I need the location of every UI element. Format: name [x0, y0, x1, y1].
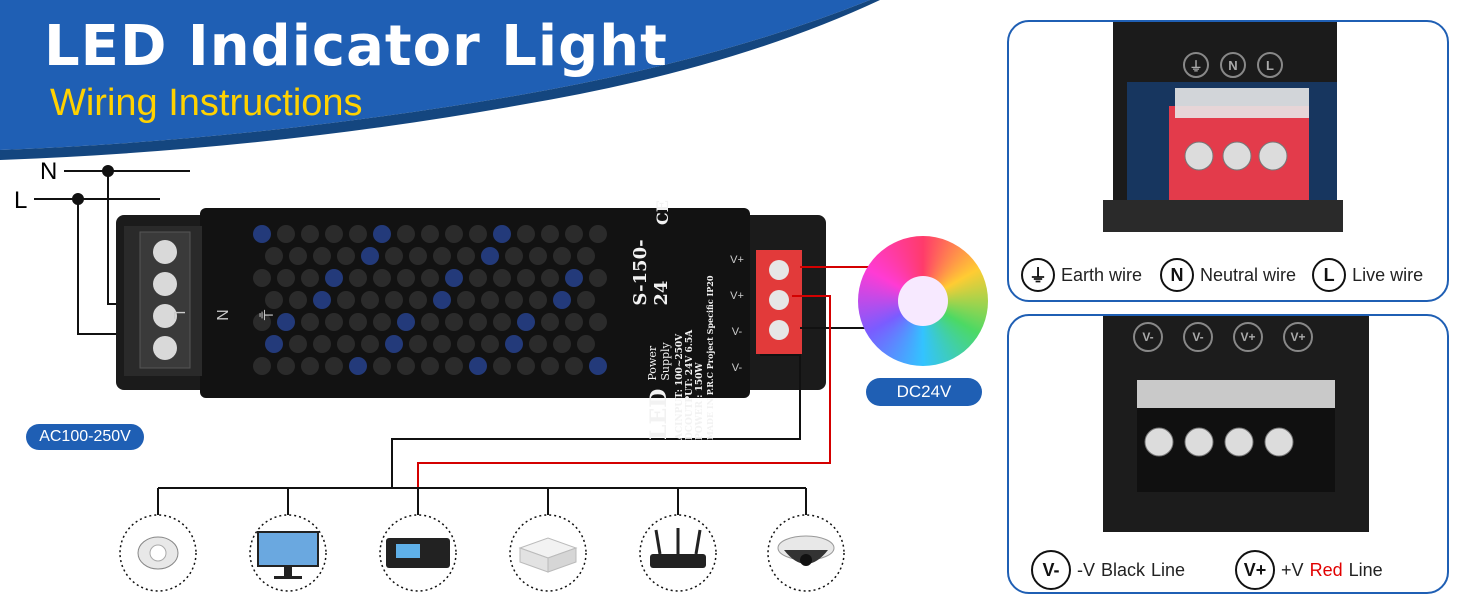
live-label: L [14, 187, 28, 214]
output-terminal-photo [1103, 316, 1369, 532]
vplus-mark-icon-1: V+ [1233, 322, 1263, 352]
vminus-symbol-icon: V- [1031, 550, 1071, 590]
psu-made-in: MADE IN P.R.C Project Specific IP20 [705, 275, 715, 440]
downlight-icon [137, 536, 179, 570]
top-legend: ⏚ Earth wire N Neutral wire L Live wire [1021, 258, 1423, 292]
output-mark-4: V- [731, 362, 743, 374]
device-circles [119, 514, 845, 592]
power-supply [116, 208, 826, 398]
vminus-mark-icon-2: V- [1183, 322, 1213, 352]
page-subtitle: Wiring Instructions [50, 82, 363, 124]
live-mark-icon: L [1257, 52, 1283, 78]
output-mark-3: V- [731, 326, 743, 338]
live-symbol-icon: L [1312, 258, 1347, 292]
charger-icon [386, 538, 450, 568]
bottom-legend: V- -V Black Line V+ +V Red Line [1031, 550, 1383, 590]
bottom-panel-terminal-marks: V- V- V+ V+ [1133, 322, 1313, 352]
neutral-mark-icon: N [1220, 52, 1246, 78]
page-title: LED Indicator Light [44, 14, 668, 79]
mini-pc-icon [518, 537, 578, 573]
header-banner [0, 0, 880, 160]
output-terminal-block [756, 250, 802, 354]
psu-subbrand: Power Supply [646, 342, 672, 381]
router-icon [650, 528, 706, 568]
vplus-prefix: +V [1281, 559, 1304, 580]
vent-pattern [253, 225, 607, 375]
input-terminal-block [139, 231, 191, 369]
output-mark-1: V+ [730, 254, 744, 266]
psu-power: POWER : 150W [695, 362, 705, 440]
ce-mark: CE [653, 200, 672, 225]
vminus-mark-icon-1: V- [1133, 322, 1163, 352]
neutral-wire-label: Neutral wire [1200, 264, 1297, 285]
neutral-label: N [40, 158, 58, 185]
dc-voltage-badge: DC24V [866, 378, 982, 406]
led-strip-reel [858, 236, 988, 366]
cctv-camera-icon [777, 535, 835, 566]
psu-ac-input: ACINPUT: 100~250V [675, 333, 685, 440]
monitor-icon [257, 531, 319, 579]
vminus-prefix: -V [1077, 559, 1095, 580]
psu-label: LED Power Supply S-150-24 CE ACINPUT: 10… [630, 200, 730, 440]
neutral-mark: N [213, 309, 230, 321]
vplus-symbol-icon: V+ [1235, 550, 1276, 590]
earth-mark-icon: ⏚ [1183, 52, 1209, 78]
input-terminal-panel: ⏚ N L ⏚ Earth wire N Neutral wire L Live… [1007, 20, 1449, 302]
vplus-color-word: Red [1309, 559, 1343, 580]
earth-mark: ⏚ [256, 306, 273, 323]
psu-dc-output: DCOUTPUT: 24V 6.5A [685, 329, 695, 440]
output-terminal-marks: V+ V+ V- V- [722, 254, 752, 374]
top-panel-terminal-marks: ⏚ N L [1183, 52, 1283, 78]
neutral-symbol-icon: N [1160, 258, 1195, 292]
earth-symbol-icon: ⏚ [1021, 258, 1055, 292]
earth-wire-label: Earth wire [1061, 264, 1143, 285]
output-mark-2: V+ [730, 290, 744, 302]
psu-brand: LED [646, 388, 672, 440]
vminus-color-word: Black [1101, 559, 1146, 580]
vplus-mark-icon-2: V+ [1283, 322, 1313, 352]
output-terminal-panel: V- V- V+ V+ V- -V Black Line V+ +V Red L… [1007, 314, 1449, 594]
vplus-suffix: Line [1348, 559, 1383, 580]
wiring-diagram [34, 165, 870, 592]
input-terminal-photo [1103, 22, 1343, 232]
input-terminal-marks: ⏚ N L [169, 301, 279, 329]
live-wire-label: Live wire [1352, 264, 1424, 285]
psu-model: S-150-24 [630, 239, 672, 306]
ac-voltage-badge: AC100-250V [26, 424, 144, 450]
live-mark: L [170, 310, 187, 320]
vminus-suffix: Line [1151, 559, 1186, 580]
dc-output-wires [157, 266, 870, 515]
